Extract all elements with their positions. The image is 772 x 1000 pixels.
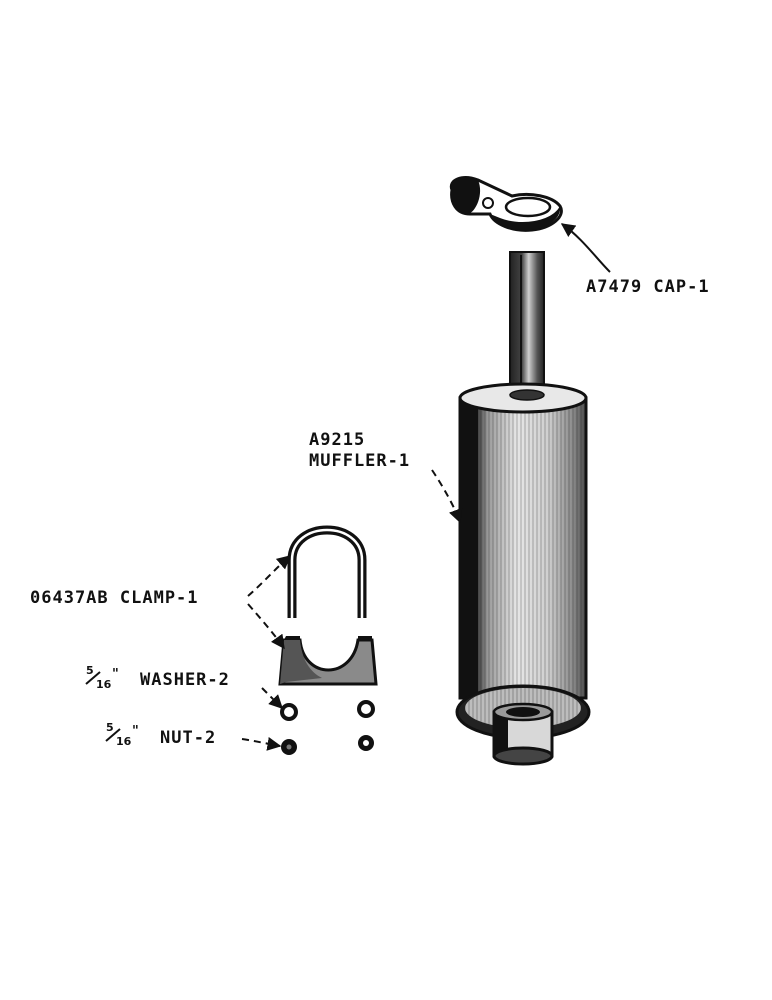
nut-label-group: 5 16 " NUT-2 xyxy=(105,721,216,748)
leader-lines xyxy=(241,223,611,751)
nut-inch-mark: " xyxy=(132,724,139,739)
clamp-saddle-drawing xyxy=(278,636,378,686)
muffler-label: MUFFLER-1 xyxy=(309,451,410,471)
muffler-drawing xyxy=(455,382,591,766)
nut-fraction-num: 5 xyxy=(106,721,114,734)
washer-label: WASHER-2 xyxy=(140,670,230,690)
muffler-part-number: A9215 xyxy=(309,430,365,450)
nut-label: NUT-2 xyxy=(160,728,216,748)
washer-fraction-den: 16 xyxy=(96,678,112,691)
rain-cap-drawing xyxy=(449,176,563,232)
nut-pair-drawing xyxy=(281,735,374,755)
clamp-ubolt-drawing xyxy=(287,525,367,618)
nut-fraction-den: 16 xyxy=(116,735,132,748)
clamp-label: 06437AB CLAMP-1 xyxy=(30,588,199,608)
washer-pair-drawing xyxy=(280,700,375,721)
washer-fraction-num: 5 xyxy=(86,664,94,677)
stack-pipe-drawing xyxy=(509,251,545,393)
washer-inch-mark: " xyxy=(112,667,119,682)
cap-label: A7479 CAP-1 xyxy=(586,277,710,297)
washer-label-group: 5 16 " WASHER-2 xyxy=(85,664,230,691)
